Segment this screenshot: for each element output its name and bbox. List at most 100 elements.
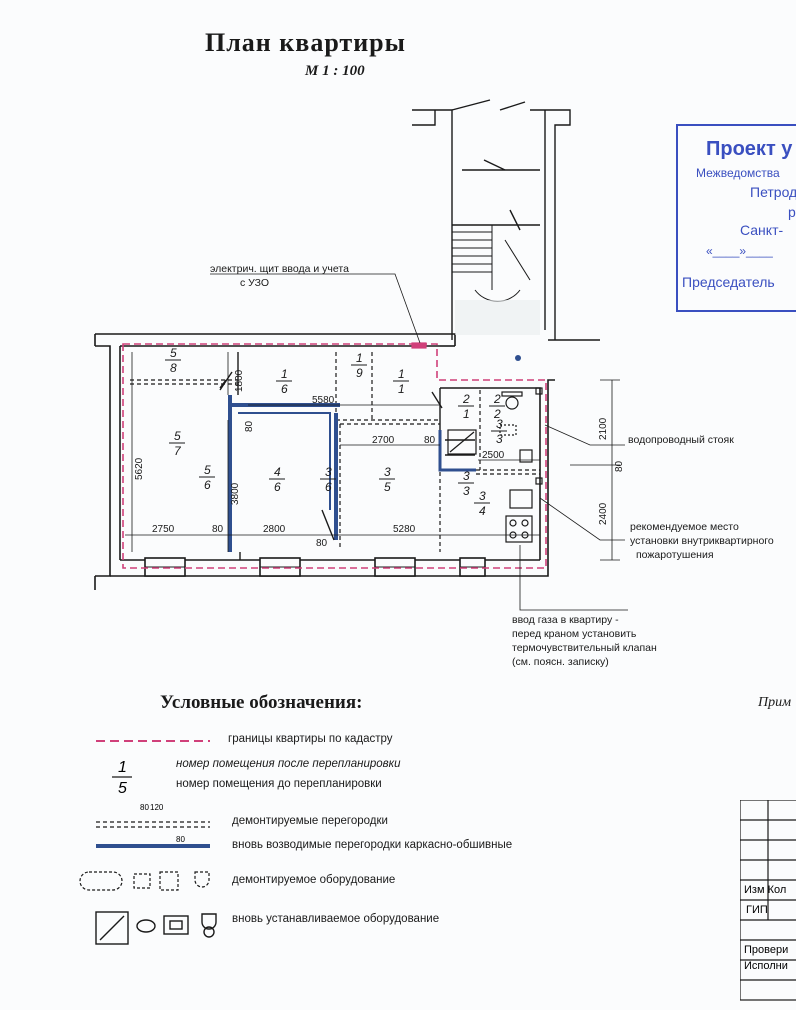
room-label: 11 <box>393 367 409 396</box>
legend-item: вновь устанавливаемое оборудование <box>232 913 440 925</box>
dim-value: 2400 <box>598 502 609 525</box>
riser-marker <box>515 355 521 361</box>
legend-symbol-new-equipment <box>95 911 217 945</box>
callout-gas-4: (см. поясн. записку) <box>512 656 609 668</box>
room-number-new: 1 <box>356 351 363 365</box>
note-label: Прим <box>758 695 792 710</box>
room-number-old: 9 <box>356 366 363 380</box>
room-number-old: 7 <box>174 444 182 458</box>
room-number-new: 3 <box>463 469 470 483</box>
callout-gas-2: перед краном установить <box>512 628 637 640</box>
room-number-new: 1 <box>398 367 405 381</box>
room-number-new: 3 <box>384 465 391 479</box>
dim-value: 5580 <box>312 395 335 406</box>
dim-value: 80 <box>424 435 436 446</box>
room-number-old: 6 <box>281 382 288 396</box>
legend-dim: 120 <box>150 803 164 812</box>
room-label: 33 <box>491 417 507 446</box>
dim-value: 2100 <box>598 417 609 440</box>
room-number-old: 1 <box>398 382 405 396</box>
room-number-old: 8 <box>170 361 177 375</box>
dimension-lines <box>125 273 628 611</box>
callout-gas-3: термочувствительный клапан <box>512 642 657 654</box>
room-label: 58 <box>165 346 181 375</box>
dimension-values: 5620 1800 3800 5580 2700 80 2500 2750 28… <box>134 369 625 549</box>
legend-title: Условные обозначения: <box>160 692 363 713</box>
title-block: Изм Кол ГИП Провери Исполни <box>740 800 796 1001</box>
room-label: 33 <box>458 469 474 498</box>
svg-text:80: 80 <box>212 524 224 535</box>
dim-value: 2750 <box>152 524 175 535</box>
room-number-old: 4 <box>479 504 486 518</box>
equipment <box>411 342 543 543</box>
callout-riser: водопроводный стояк <box>628 434 734 446</box>
room-label: 19 <box>351 351 367 380</box>
room-number-old: 3 <box>463 484 470 498</box>
title-block-row: Изм Кол <box>744 884 786 896</box>
room-label: 57 <box>169 429 185 458</box>
room-label: 16 <box>276 367 292 396</box>
stair-wall-right <box>530 109 571 340</box>
stamp-line: р <box>788 204 796 220</box>
legend-item: демонтируемые перегородки <box>232 815 388 827</box>
room-number-old: 6 <box>274 480 281 494</box>
room-number-new: 3 <box>325 465 332 479</box>
room-number-new: 1 <box>281 367 288 381</box>
cadastre-border <box>122 343 547 569</box>
title-block-row: Исполни <box>744 960 788 972</box>
scale-label: М 1 : 100 <box>305 63 365 79</box>
room-label: 34 <box>474 489 490 518</box>
stamp-line: Санкт- <box>740 222 784 238</box>
dim-value: 5620 <box>134 457 145 480</box>
page-title: План квартиры <box>205 28 406 57</box>
stamp-line: Председатель <box>682 274 775 290</box>
room-number-old: 5 <box>384 480 391 494</box>
legend-dim: 80 <box>140 803 149 812</box>
dim-value: 2500 <box>482 450 505 461</box>
room-number-old: 6 <box>325 480 332 494</box>
room-number-new: 5 <box>174 429 181 443</box>
room-number-new: 5 <box>204 463 211 477</box>
legend-item: вновь возводимые перегородки каркасно-об… <box>232 839 513 851</box>
svg-text:80: 80 <box>244 420 255 432</box>
room-number-new: 2 <box>493 392 501 406</box>
bathtub-icon <box>447 429 477 455</box>
room-number-old: 6 <box>204 478 211 492</box>
room-number-old: 3 <box>496 432 503 446</box>
room-number-new: 4 <box>274 465 281 479</box>
svg-text:80: 80 <box>614 460 625 472</box>
dim-value: 2800 <box>263 524 286 535</box>
stamp-line: Петрод <box>750 184 796 200</box>
room-label: 36 <box>320 465 336 494</box>
title-block-row: Провери <box>744 944 788 956</box>
legend-fraction-bottom: 5 <box>118 780 127 797</box>
room-label: 56 <box>199 463 215 492</box>
callout-fire-place: рекомендуемое место <box>630 521 739 533</box>
electric-panel-icon <box>411 342 427 349</box>
legend-fraction-top: 1 <box>118 759 127 776</box>
oven-icon <box>509 489 533 509</box>
svg-text:80: 80 <box>316 538 328 549</box>
legend-item: границы квартиры по кадастру <box>228 733 393 745</box>
callout-gas: ввод газа в квартиру - <box>512 614 619 626</box>
legend-item: номер помещения до перепланировки <box>176 778 382 790</box>
stove-icon <box>505 515 533 543</box>
stamp-line: Межведомства <box>696 166 780 180</box>
dim-value: 3800 <box>230 482 241 505</box>
room-label: 35 <box>379 465 395 494</box>
legend-item: номер помещения после перепланировки <box>176 758 401 770</box>
room-label: 22 <box>489 392 505 421</box>
toilet-icon <box>505 396 519 410</box>
callout-fire-place-2: установки внутриквартирного <box>630 535 774 547</box>
room-number-new: 5 <box>170 346 177 360</box>
room-number-new: 3 <box>479 489 486 503</box>
room-label: 46 <box>269 465 285 494</box>
dim-value: 5280 <box>393 524 416 535</box>
room-number-old: 2 <box>493 407 501 421</box>
title-block-row: ГИП <box>746 904 768 916</box>
callout-fire-place-3: пожаротушения <box>636 549 714 561</box>
dim-value: 2700 <box>372 435 395 446</box>
